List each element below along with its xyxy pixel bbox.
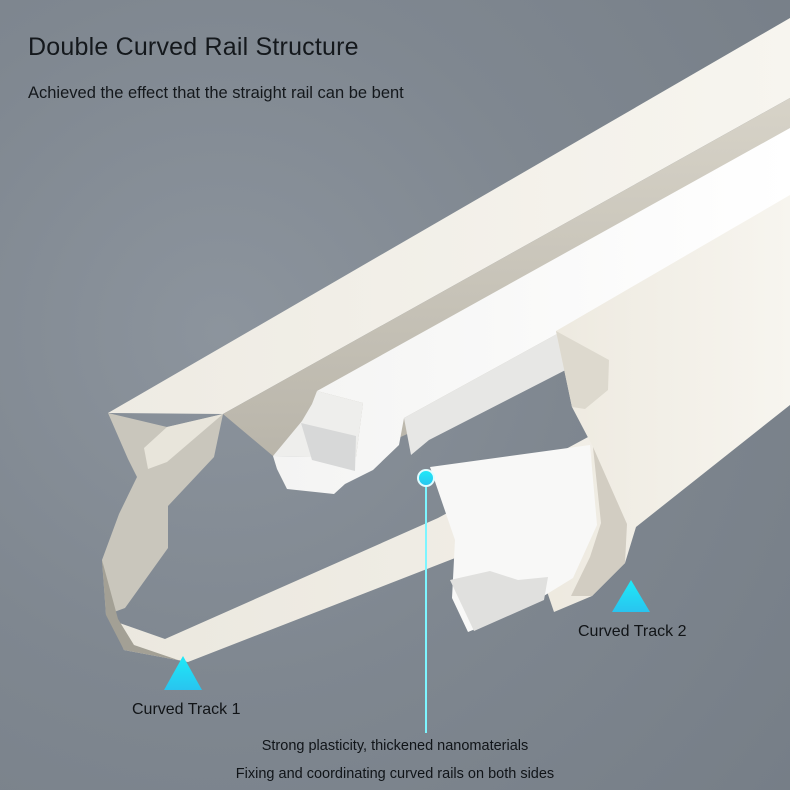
right-triangle-marker-icon: [612, 580, 650, 612]
right-track-body: [430, 195, 790, 632]
page-title: Double Curved Rail Structure: [28, 33, 359, 61]
material-callout-line-2: Fixing and coordinating curved rails on …: [235, 766, 555, 782]
page-subtitle: Achieved the effect that the straight ra…: [28, 84, 404, 102]
cyan-callout-dot-icon: [417, 469, 435, 487]
material-callout-line-1: Strong plasticity, thickened nanomateria…: [261, 738, 529, 754]
curved-track-1-label: Curved Track 1: [132, 701, 241, 718]
curved-track-2-label: Curved Track 2: [578, 623, 687, 640]
left-triangle-marker-icon: [164, 656, 202, 690]
